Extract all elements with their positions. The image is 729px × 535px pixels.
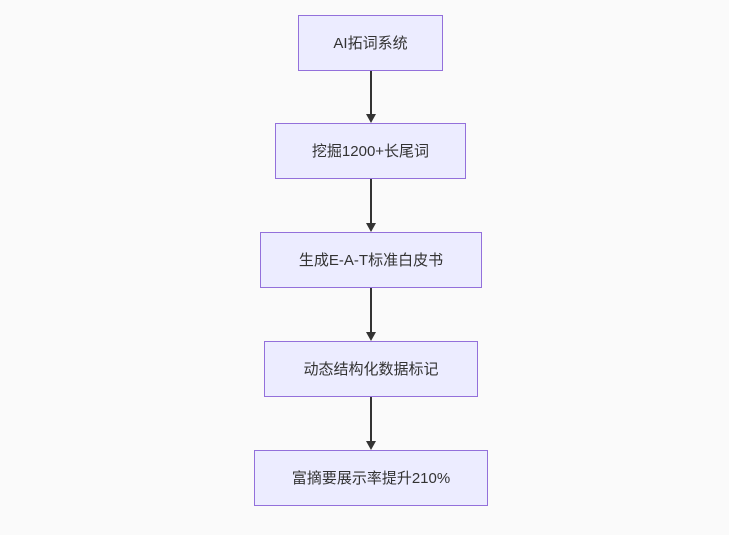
edge-arrow-1 <box>365 71 376 123</box>
arrow-head-icon <box>365 223 376 232</box>
arrow-head-icon <box>365 441 376 450</box>
edge-arrow-4 <box>365 397 376 450</box>
edge-arrow-3 <box>365 288 376 341</box>
node-label: AI拓词系统 <box>333 34 408 52</box>
flow-node-dynamic-structured-data-markup: 动态结构化数据标记 <box>264 341 478 397</box>
arrow-line <box>369 288 372 334</box>
flow-node-rich-snippet-rate-increase: 富摘要展示率提升210% <box>254 450 488 506</box>
node-label: 动态结构化数据标记 <box>303 360 439 378</box>
arrow-line <box>369 179 372 225</box>
arrow-line <box>369 397 372 443</box>
node-label: 生成E-A-T标准白皮书 <box>298 251 444 269</box>
arrow-head-icon <box>365 332 376 341</box>
edge-arrow-2 <box>365 179 376 232</box>
node-label: 富摘要展示率提升210% <box>291 469 451 487</box>
arrow-line <box>369 71 372 116</box>
flow-node-eat-whitepaper-generation: 生成E-A-T标准白皮书 <box>260 232 482 288</box>
arrow-head-icon <box>365 114 376 123</box>
flow-node-longtail-keyword-mining: 挖掘1200+长尾词 <box>275 123 466 179</box>
flow-node-ai-word-expansion-system: AI拓词系统 <box>298 15 443 71</box>
node-label: 挖掘1200+长尾词 <box>311 142 430 160</box>
